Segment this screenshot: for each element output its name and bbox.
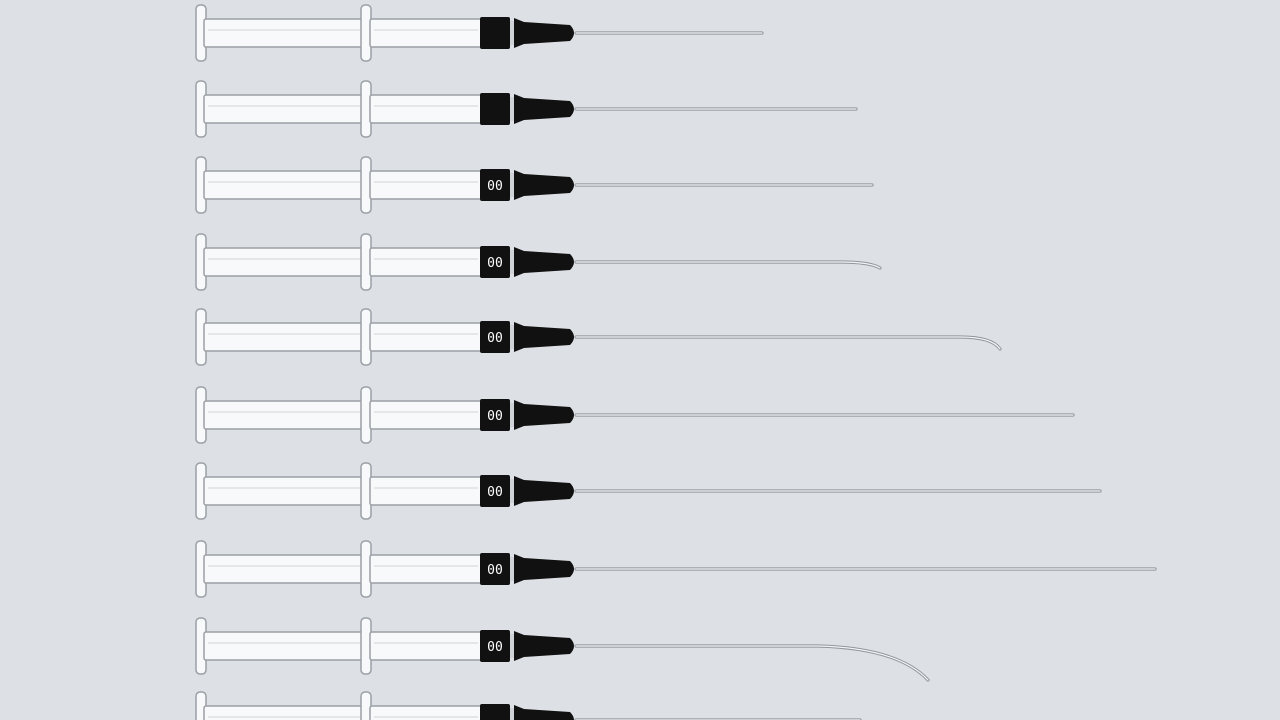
hub-gap [510, 250, 514, 274]
barrel [203, 247, 365, 277]
barrel [369, 322, 483, 352]
luer-hub [480, 246, 510, 278]
hub-gap [510, 479, 514, 503]
hub-marking: 00 [487, 409, 503, 424]
luer-hub [480, 93, 510, 125]
hub-marking: 00 [487, 179, 503, 194]
barrel [203, 400, 365, 430]
barrel [203, 631, 365, 661]
needle-shine [575, 336, 1001, 350]
luer-hub [480, 553, 510, 585]
luer-hub [480, 17, 510, 49]
hub-gap [510, 634, 514, 658]
needle-hub [514, 554, 574, 584]
barrel [203, 322, 365, 352]
needle-hub [514, 705, 574, 720]
barrel [203, 94, 365, 124]
hub-marking: 00 [487, 256, 503, 271]
barrel [203, 476, 365, 506]
needle-shine [575, 645, 929, 681]
hub-gap [510, 21, 514, 45]
barrel [369, 631, 483, 661]
hub-gap [510, 325, 514, 349]
syringe: 00 [195, 462, 1102, 520]
syringe [195, 4, 764, 62]
hub-gap [510, 97, 514, 121]
needle-hub [514, 18, 574, 48]
finger-flange [360, 691, 372, 720]
barrel [203, 554, 365, 584]
syringe [195, 80, 858, 138]
syringe-list: 00 00 00 00 00 00 00 [195, 4, 1157, 720]
barrel [369, 18, 483, 48]
barrel [369, 94, 483, 124]
needle-hub [514, 631, 574, 661]
hub-gap [510, 557, 514, 581]
luer-hub [480, 399, 510, 431]
luer-hub [480, 475, 510, 507]
syringe [195, 691, 862, 720]
hub-marking: 00 [487, 331, 503, 346]
hub-gap [510, 173, 514, 197]
luer-hub [480, 704, 510, 720]
syringe: 00 [195, 386, 1075, 444]
needle-hub [514, 476, 574, 506]
syringe: 00 [195, 156, 874, 214]
needle-hub [514, 400, 574, 430]
needle-hub [514, 247, 574, 277]
needle-hub [514, 170, 574, 200]
needle-shine [575, 261, 881, 269]
hub-marking: 00 [487, 485, 503, 500]
hub-marking: 00 [487, 563, 503, 578]
barrel [369, 170, 483, 200]
barrel [203, 170, 365, 200]
syringe: 00 [195, 540, 1157, 598]
luer-hub [480, 630, 510, 662]
luer-hub [480, 321, 510, 353]
barrel [203, 18, 365, 48]
hub-gap [510, 403, 514, 427]
hub-gap [510, 708, 514, 720]
barrel [369, 400, 483, 430]
barrel [369, 554, 483, 584]
barrel [369, 476, 483, 506]
syringe: 00 [195, 233, 882, 291]
luer-hub [480, 169, 510, 201]
hub-marking: 00 [487, 640, 503, 655]
syringe: 00 [195, 617, 930, 682]
barrel [369, 247, 483, 277]
needle-hub [514, 94, 574, 124]
needle-hub [514, 322, 574, 352]
syringe: 00 [195, 308, 1002, 366]
